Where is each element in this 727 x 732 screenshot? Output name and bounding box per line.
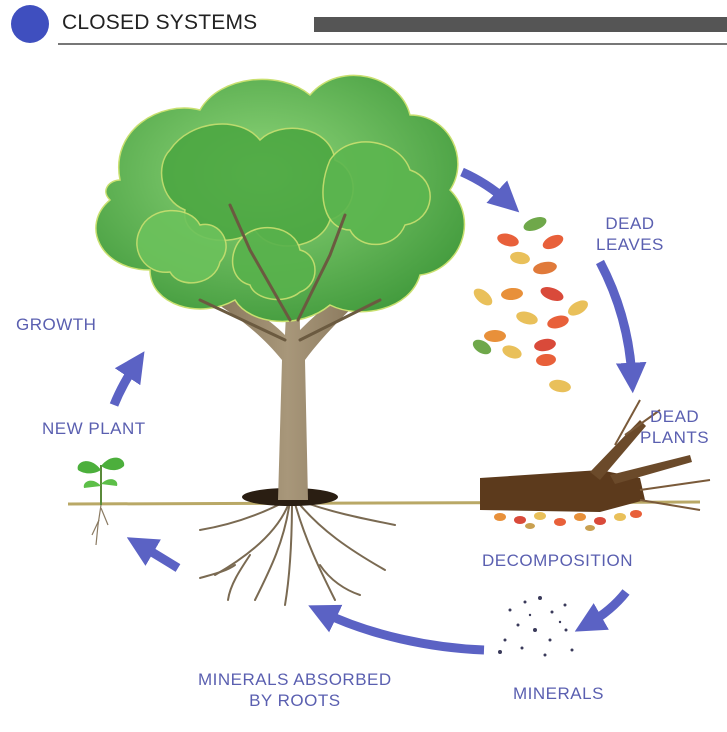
label-dead-plants-line1: DEAD [640, 406, 709, 427]
label-dead-leaves-line1: DEAD [596, 213, 664, 234]
arrow-leaves-to-plants-icon [600, 262, 632, 378]
label-minerals-absorbed-line1: MINERALS ABSORBED [198, 669, 392, 690]
label-minerals: MINERALS [513, 683, 604, 704]
label-growth: GROWTH [16, 314, 96, 335]
label-dead-leaves: DEAD LEAVES [596, 213, 664, 255]
label-decomposition: DECOMPOSITION [482, 550, 633, 571]
arrow-tree-to-leaves-icon [462, 172, 508, 202]
arrow-minerals-to-roots-icon [322, 612, 484, 650]
header-bar [314, 17, 727, 32]
arrow-plant-to-growth-icon [114, 364, 136, 405]
header-dot-icon [11, 5, 49, 43]
label-minerals-absorbed: MINERALS ABSORBED BY ROOTS [198, 669, 392, 711]
label-new-plant: NEW PLANT [42, 418, 146, 439]
arrow-decomposition-to-minerals-icon [588, 592, 626, 624]
tree-canopy-icon [96, 75, 465, 321]
dead-leaves-icon [470, 214, 590, 394]
label-dead-plants-line2: PLANTS [640, 427, 709, 448]
label-dead-leaves-line2: LEAVES [596, 234, 664, 255]
label-minerals-absorbed-line2: BY ROOTS [198, 690, 392, 711]
label-dead-plants: DEAD PLANTS [640, 406, 709, 448]
page-title: CLOSED SYSTEMS [62, 11, 257, 35]
tree-roots-icon [200, 500, 395, 605]
minerals-icon [498, 596, 574, 657]
new-plant-icon [78, 458, 125, 545]
arrow-roots-to-plant-icon [140, 545, 178, 568]
